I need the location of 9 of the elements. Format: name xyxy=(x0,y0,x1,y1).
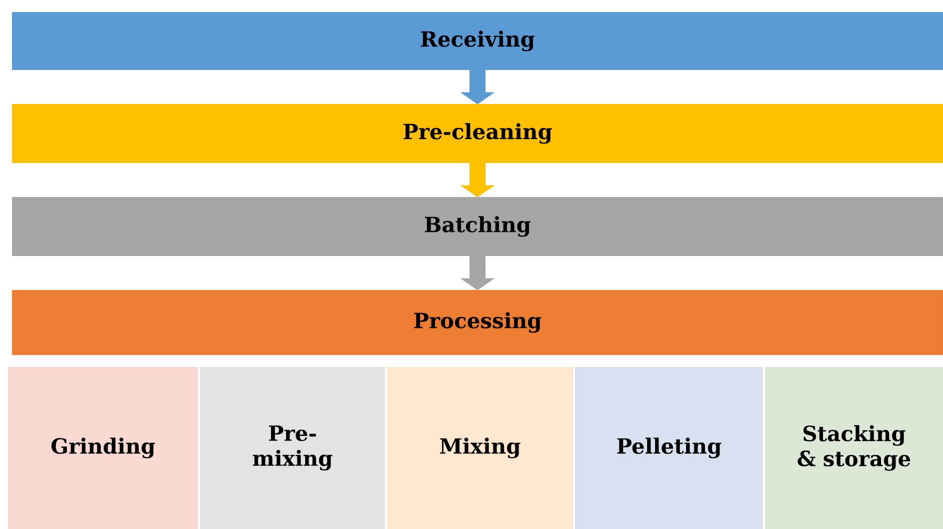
stage-bar: Receiving xyxy=(12,12,943,70)
stage-bar: Batching xyxy=(12,197,943,256)
step-box: Mixing xyxy=(387,367,573,529)
step-box: Pre-mixing xyxy=(200,367,385,529)
stage-bar: Processing xyxy=(12,290,943,355)
step-box: Stacking & storage xyxy=(765,367,943,529)
step-box: Pelleting xyxy=(575,367,763,529)
stage-bar: Pre-cleaning xyxy=(12,104,943,163)
step-box: Grinding xyxy=(8,367,198,529)
